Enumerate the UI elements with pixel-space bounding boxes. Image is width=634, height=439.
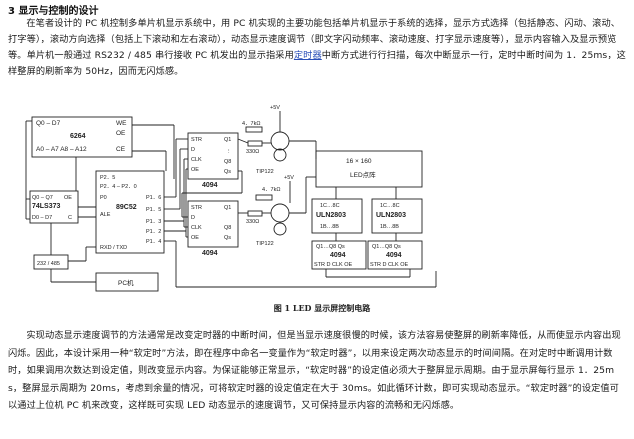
label-d2: D: [191, 215, 195, 221]
label-sr-q-b: Q1…Q8 Qs: [372, 244, 401, 250]
label-p25: P2．5: [100, 175, 115, 181]
section-title: 3 显示与控制的设计: [8, 6, 99, 17]
resistor-r3: [255, 194, 273, 201]
shift-register-4094-d: [367, 240, 423, 270]
label-4094c: 4094: [330, 252, 346, 259]
label-p14: P1．4: [146, 239, 161, 245]
transistor-q2: [270, 203, 290, 223]
label-ulna-top: 1C…8C: [320, 203, 340, 209]
label-oe-top: OE: [116, 130, 126, 137]
label-rs: 232 / 485: [37, 261, 60, 267]
label-ale: ALE: [100, 212, 111, 218]
label-p15: P1．5: [146, 207, 161, 213]
label-vcc2: +5V: [284, 175, 294, 181]
label-74ls373: 74LS373: [32, 203, 61, 210]
label-r3: 4．7kΩ: [262, 187, 280, 193]
transistor-q2-pair: [273, 222, 287, 236]
label-p12: P1．2: [146, 229, 161, 235]
circuit-figure: Q0 – D7 WE OE 6264 A0 – A7 A8 – A12 CE Q…: [16, 95, 628, 319]
label-p240: P2．4 – P2．0: [100, 184, 137, 190]
label-oe1: OE: [191, 167, 199, 173]
figure-caption: 图 1 LED 显示屏控制电路: [273, 303, 371, 313]
driver-uln2803-a: [311, 198, 363, 234]
label-d1: D: [191, 147, 195, 153]
shift-register-4094-a: [187, 132, 239, 180]
label-vcc1: +5V: [270, 105, 280, 111]
label-p16: P1．6: [146, 195, 161, 201]
label-sr-in-a: STR D CLK OE: [314, 262, 353, 268]
resistor-r2: [247, 140, 263, 147]
label-we: WE: [116, 120, 127, 127]
driver-uln2803-b: [371, 198, 423, 234]
label-led-size: 16 × 160: [346, 158, 372, 165]
label-q8b: Q8: [224, 225, 231, 231]
label-clk1: CLK: [191, 157, 202, 163]
label-p0: P0: [100, 195, 107, 201]
label-q8a: Q8: [224, 159, 231, 165]
paragraph-intro-text-b: 中断方式进行行扫描，每次中断显示一行，定时中断时间为 1．25ms，这样整屏的刷…: [8, 50, 626, 77]
label-ulnb-bot: 1B…8B: [380, 224, 399, 230]
label-4094b: 4094: [202, 250, 218, 257]
label-ulnb-top: 1C…8C: [380, 203, 400, 209]
label-qsa: Qs: [224, 169, 231, 175]
label-rxd: RXD / TXD: [100, 245, 127, 251]
label-4094d: 4094: [386, 252, 402, 259]
label-str2: STR: [191, 205, 202, 211]
label-ulna-bot: 1B…8B: [320, 224, 339, 230]
transistor-q1-pair: [273, 148, 287, 162]
label-pc: PC机: [118, 278, 134, 287]
label-qn1: ⋮: [226, 149, 232, 155]
label-oe2: OE: [64, 195, 72, 201]
label-4094a: 4094: [202, 182, 218, 189]
label-q1a: Q1: [224, 137, 231, 143]
label-tip2: TIP122: [256, 241, 274, 247]
timer-link[interactable]: 定时器: [293, 50, 322, 61]
shift-register-4094-c: [311, 240, 367, 270]
paragraph-intro: 在笔者设计的 PC 机控制多单片机显示系统中，用 PC 机实现的主要功能包括单片…: [8, 16, 626, 80]
label-sr-q-a: Q1…Q8 Qs: [316, 244, 345, 250]
label-led-matrix: LED点阵: [350, 170, 376, 179]
label-ulnb: ULN2803: [376, 212, 406, 219]
resistor-r1: [245, 126, 263, 133]
circuit-diagram: Q0 – D7 WE OE 6264 A0 – A7 A8 – A12 CE Q…: [25, 105, 437, 292]
label-addr: A0 – A7 A8 – A12: [36, 146, 87, 153]
led-matrix: [315, 150, 423, 188]
label-ce: CE: [116, 146, 126, 153]
label-p13: P1．3: [146, 219, 161, 225]
label-6264: 6264: [70, 133, 86, 140]
label-r2: 330Ω: [246, 149, 259, 155]
label-89c52: 89C52: [116, 204, 137, 211]
label-q1b: Q1: [224, 205, 231, 211]
label-tip1: TIP122: [256, 169, 274, 175]
label-r1: 4．7kΩ: [242, 121, 260, 127]
paragraph-soft-timer: 实现动态显示速度调节的方法通常是改变定时器的中断时间，但是当显示速度很慢的时候，…: [8, 330, 621, 411]
label-c: C: [68, 215, 72, 221]
label-q0d7-top: Q0 – D7: [36, 120, 61, 127]
label-q0q7: Q0 – Q7: [32, 195, 53, 201]
label-qsb: Qs: [224, 235, 231, 241]
ram-6264-chip: [31, 116, 133, 158]
mcu-89c52-chip: [95, 170, 165, 254]
label-clk2: CLK: [191, 225, 202, 231]
label-r4: 330Ω: [246, 219, 259, 225]
label-d0d7: D0 – D7: [32, 215, 52, 221]
label-ulna: ULN2803: [316, 212, 346, 219]
shift-register-4094-b: [187, 200, 239, 248]
label-oe2-b: OE: [191, 235, 199, 241]
paragraph-intro-text-a: 在笔者设计的 PC 机控制多单片机显示系统中，用 PC 机实现的主要功能包括单片…: [8, 18, 621, 61]
transistor-q1: [270, 131, 290, 151]
label-str1: STR: [191, 137, 202, 143]
resistor-r4: [247, 210, 263, 217]
label-sr-in-b: STR D CLK OE: [370, 262, 409, 268]
